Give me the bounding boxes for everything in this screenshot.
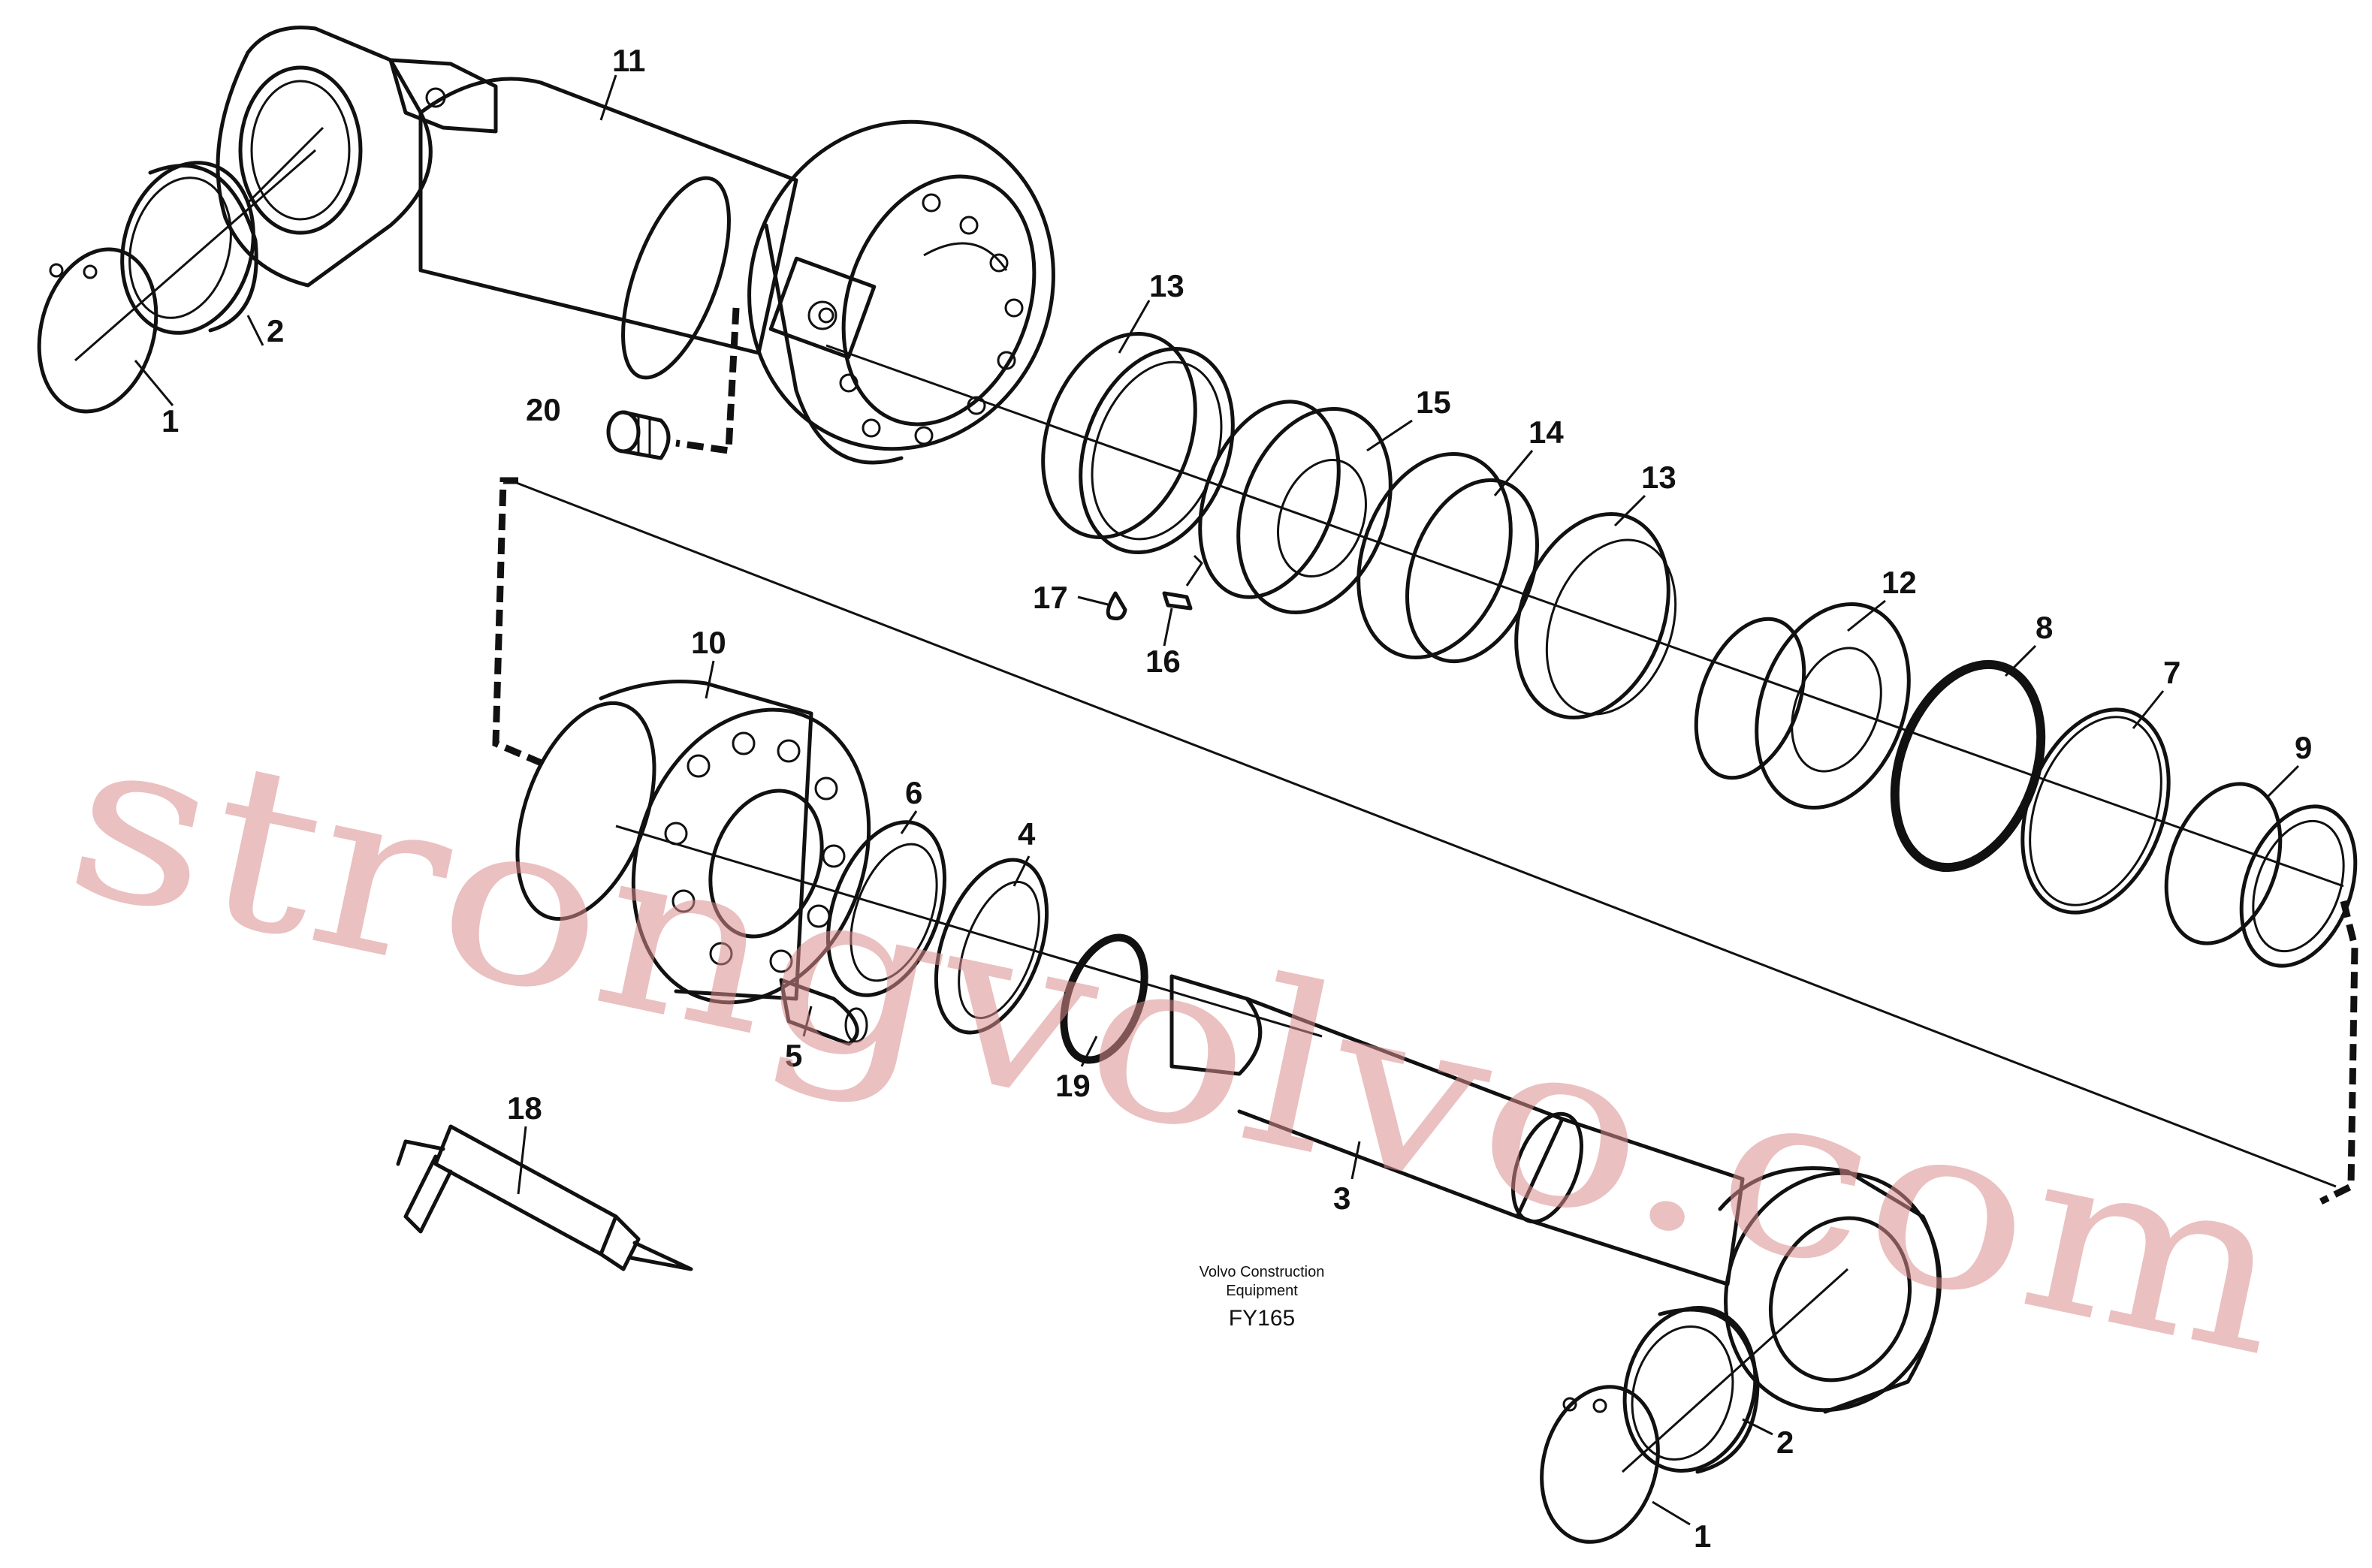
ring-part-14 [1357,451,1539,664]
callout-2-lower: 2 [1776,1425,1794,1460]
callout-18: 18 [507,1090,542,1126]
o-ring-part-19 [1060,933,1148,1064]
backup-ring-part-7 [2020,707,2171,915]
callout-1-lower: 1 [1694,1518,1711,1554]
callout-15: 15 [1416,384,1451,420]
piston-part-12 [1694,602,1911,810]
reference-line-1: Volvo Construction [1200,1264,1325,1280]
cylinder-tube-part-11 [216,26,1055,465]
callout-11: 11 [612,43,645,78]
callout-20: 20 [526,392,561,427]
callout-9: 9 [2295,730,2312,765]
callout-19: 19 [1055,1068,1091,1103]
guide-ring-part-13-lower [1514,511,1677,720]
seal-part-15 [1198,400,1393,615]
sleeve-part-9 [2164,782,2358,968]
callout-3: 3 [1333,1181,1350,1216]
callout-14: 14 [1529,415,1564,450]
o-ring-part-8 [1890,659,2046,873]
callout-10: 10 [691,625,726,660]
spherical-bearing-part-2-lower [1622,1305,1760,1474]
reference-line-2: Equipment [1226,1283,1298,1299]
rod-seal-part-4 [934,858,1049,1035]
callout-8: 8 [2036,610,2053,645]
locking-fluid-part-17 [1077,591,1127,621]
snap-ring-part-1-upper [37,247,158,414]
screw-part-5 [779,978,868,1046]
callout-5: 5 [785,1038,802,1073]
callout-12: 12 [1882,565,1917,600]
bleed-screw-part-20 [606,410,671,460]
callout-2-upper: 2 [267,313,284,348]
wiper-part-6 [825,820,947,997]
callout-17: 17 [1033,580,1068,615]
leader-lines [134,74,2300,1526]
callout-13-lower: 13 [1641,460,1676,495]
figure-code: FY165 [1229,1306,1295,1331]
spherical-bearing-part-2-upper [120,161,258,335]
snap-ring-part-1-lower [1540,1385,1660,1544]
guide-ring-part-13-upper [1041,331,1235,555]
piston-rod-part-3 [1169,974,1942,1414]
callout-16: 16 [1145,644,1181,679]
callout-6: 6 [905,775,922,810]
grub-screw-part-16 [1162,554,1203,611]
callout-1-upper: 1 [161,403,179,439]
callout-4: 4 [1018,816,1036,852]
cylinder-head-part-10 [515,680,871,1005]
callout-7: 7 [2163,655,2180,690]
callout-13-upper: 13 [1149,268,1184,303]
grease-gun-part-18 [396,1124,693,1271]
